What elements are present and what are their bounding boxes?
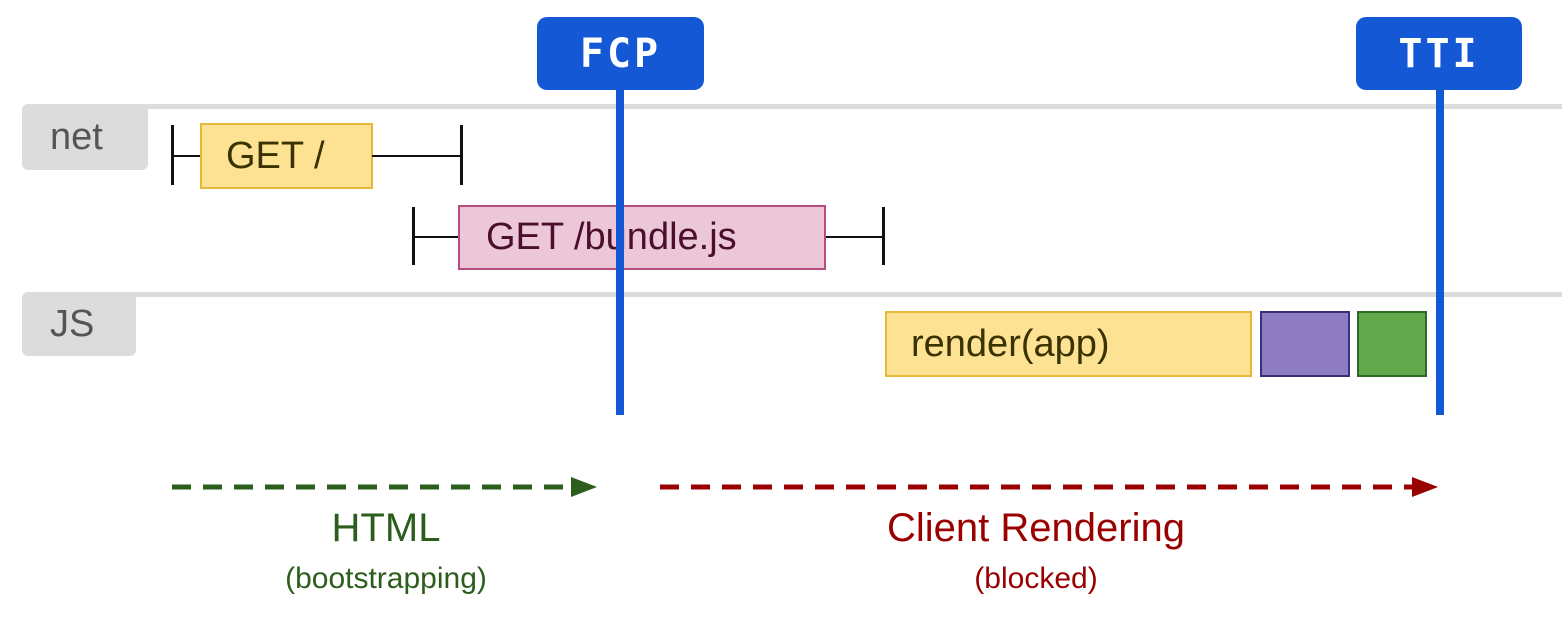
phase-arrows: [172, 477, 1438, 497]
fcp-marker-label: FCP: [579, 30, 662, 77]
get-bundle-download-line: [826, 236, 884, 238]
client-phase-subtitle: (blocked): [974, 562, 1098, 595]
tti-marker: TTI: [1356, 17, 1522, 90]
html-phase-title: HTML: [331, 506, 441, 550]
get-root-wait-line: [173, 155, 201, 157]
fcp-marker: FCP: [537, 17, 704, 90]
get-bundle-end-cap: [882, 207, 885, 265]
lane-label-js: JS: [22, 292, 136, 356]
purple-task-block: [1260, 311, 1350, 377]
lane-label-net-text: net: [50, 115, 103, 158]
render-task-label: render(app): [911, 322, 1110, 365]
get-root-label: GET /: [226, 134, 325, 177]
client-phase-arrow-head: [1412, 477, 1438, 497]
get-root-bar: GET /: [200, 123, 373, 189]
tti-marker-label: TTI: [1398, 30, 1480, 77]
lane-label-net: net: [22, 104, 148, 170]
html-phase-arrow-head: [571, 477, 597, 497]
tti-line: [1436, 80, 1444, 415]
get-bundle-wait-line: [414, 236, 460, 238]
html-phase-subtitle: (bootstrapping): [285, 562, 487, 595]
get-root-download-line: [372, 155, 462, 157]
get-bundle-start-cap: [412, 207, 415, 265]
js-lane-rail: [130, 292, 1562, 297]
get-root-start-cap: [171, 125, 174, 185]
get-bundle-bar: GET /bundle.js: [458, 205, 826, 270]
get-root-end-cap: [460, 125, 463, 185]
lane-label-js-text: JS: [50, 302, 95, 345]
get-bundle-label: GET /bundle.js: [486, 216, 737, 258]
net-lane-rail: [130, 104, 1562, 109]
render-task-bar: render(app): [885, 311, 1252, 377]
green-task-block: [1357, 311, 1427, 377]
client-phase-title: Client Rendering: [887, 506, 1185, 550]
fcp-line: [616, 80, 624, 415]
